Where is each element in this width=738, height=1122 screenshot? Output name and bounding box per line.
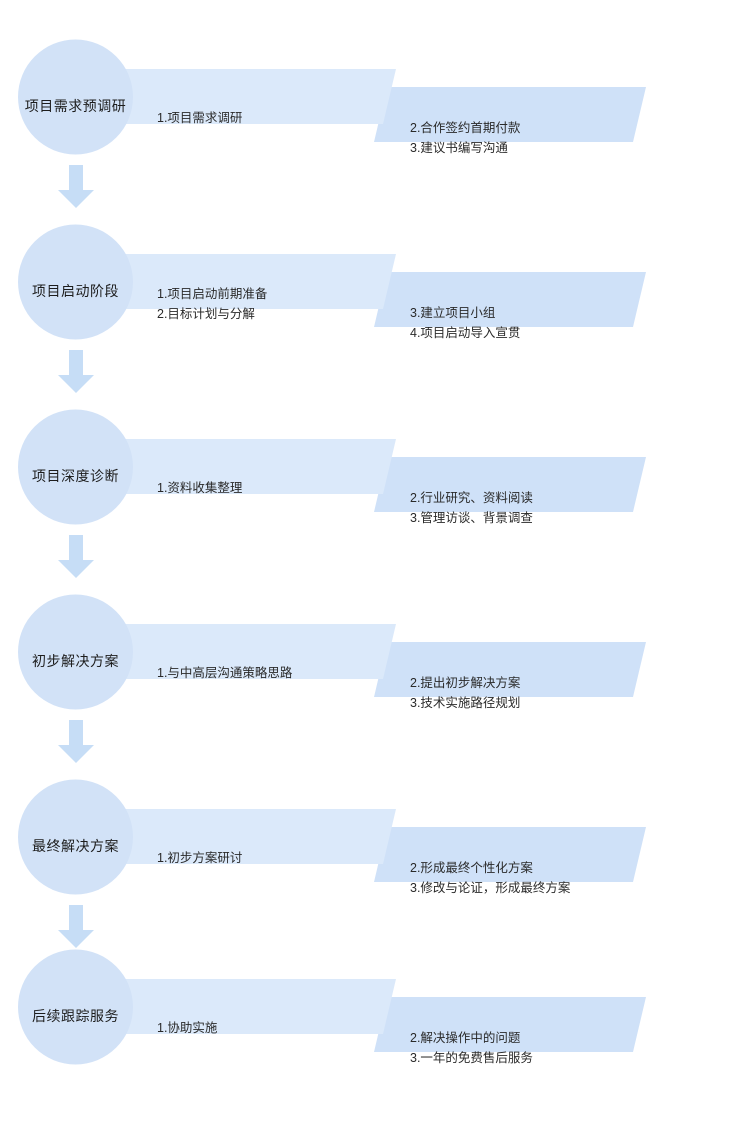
stage-circle-label: 项目需求预调研 — [24, 98, 127, 114]
stage-left-items: 1.项目启动前期准备 2.目标计划与分解 — [157, 284, 267, 324]
stage-band-right — [374, 642, 646, 697]
stage-band-left — [70, 254, 396, 309]
process-stage: 项目深度诊断 1.资料收集整理 2.行业研究、资料阅读 3.管理访谈、背景调查 — [0, 392, 738, 582]
stage-item: 3.修改与论证，形成最终方案 — [410, 881, 571, 895]
down-arrow-icon — [58, 350, 94, 393]
stage-item: 2.合作签约首期付款 — [410, 121, 521, 135]
down-arrow-icon — [58, 720, 94, 763]
stage-circle-label: 项目深度诊断 — [32, 468, 119, 484]
stage-right-items: 3.建立项目小组 4.项目启动导入宣贯 — [410, 303, 520, 343]
process-flow-diagram: 项目需求预调研 1.项目需求调研 2.合作签约首期付款 3.建议书编写沟通项目启动阶段… — [0, 22, 738, 1065]
stage-circle-label: 项目启动阶段 — [32, 283, 119, 299]
stage-item: 2.解决操作中的问题 — [410, 1031, 521, 1045]
stage-band-right — [374, 272, 646, 327]
stage-left-items: 1.与中高层沟通策略思路 — [157, 663, 292, 683]
stage-circle-label: 初步解决方案 — [32, 653, 119, 669]
stage-item: 1.与中高层沟通策略思路 — [157, 666, 293, 680]
stage-circle — [18, 409, 133, 525]
stage-item: 3.建议书编写沟通 — [410, 141, 508, 155]
stage-item: 3.一年的免费售后服务 — [410, 1051, 533, 1065]
stage-circle — [18, 779, 133, 895]
stage-shapes — [18, 594, 646, 763]
stage-right-items: 2.合作签约首期付款 3.建议书编写沟通 — [410, 118, 520, 158]
stage-band-left — [70, 439, 396, 494]
stage-circle — [18, 594, 133, 710]
stage-shapes — [18, 949, 646, 1065]
stage-item: 2.提出初步解决方案 — [410, 676, 521, 690]
down-arrow-icon — [58, 165, 94, 208]
stage-left-items: 1.项目需求调研 — [157, 108, 242, 128]
stage-shapes — [18, 409, 646, 578]
stage-band-right — [374, 87, 646, 142]
stage-item: 1.初步方案研讨 — [157, 851, 243, 865]
stage-band-left — [70, 809, 396, 864]
process-stage: 初步解决方案 1.与中高层沟通策略思路 2.提出初步解决方案 3.技术实施路径规划 — [0, 577, 738, 767]
stage-item: 1.项目需求调研 — [157, 111, 243, 125]
stage-left-items: 1.资料收集整理 — [157, 478, 242, 498]
stage-right-items: 2.形成最终个性化方案 3.修改与论证，形成最终方案 — [410, 858, 570, 898]
stage-item: 3.技术实施路径规划 — [410, 696, 521, 710]
stage-shapes — [18, 39, 646, 208]
stage-item: 2.行业研究、资料阅读 — [410, 491, 533, 505]
stage-circle — [18, 39, 133, 155]
stage-shapes — [18, 779, 646, 948]
stage-circle-label: 后续跟踪服务 — [32, 1008, 119, 1024]
stage-band-right — [374, 457, 646, 512]
stage-circle — [18, 949, 133, 1065]
stage-item: 4.项目启动导入宣贯 — [410, 326, 521, 340]
stage-right-items: 2.行业研究、资料阅读 3.管理访谈、背景调查 — [410, 488, 533, 528]
process-stage: 项目启动阶段 1.项目启动前期准备 2.目标计划与分解 3.建立项目小组 4.项目启动导… — [0, 207, 738, 397]
stage-item: 3.建立项目小组 — [410, 306, 496, 320]
stage-item: 2.目标计划与分解 — [157, 307, 255, 321]
stage-item: 1.项目启动前期准备 — [157, 287, 268, 301]
stage-item: 1.协助实施 — [157, 1021, 218, 1035]
stage-right-items: 2.提出初步解决方案 3.技术实施路径规划 — [410, 673, 520, 713]
stage-circle-label: 最终解决方案 — [32, 838, 119, 854]
stage-band-left — [70, 624, 396, 679]
stage-left-items: 1.初步方案研讨 — [157, 848, 242, 868]
stage-right-items: 2.解决操作中的问题 3.一年的免费售后服务 — [410, 1028, 533, 1068]
stage-item: 3.管理访谈、背景调查 — [410, 511, 533, 525]
stage-band-left — [70, 69, 396, 124]
stage-circle — [18, 224, 133, 340]
process-stage: 后续跟踪服务 1.协助实施 2.解决操作中的问题 3.一年的免费售后服务 — [0, 932, 738, 1122]
stage-band-left — [70, 979, 396, 1034]
process-stage: 项目需求预调研 1.项目需求调研 2.合作签约首期付款 3.建议书编写沟通 — [0, 22, 738, 212]
stage-item: 1.资料收集整理 — [157, 481, 243, 495]
down-arrow-icon — [58, 905, 94, 948]
stage-left-items: 1.协助实施 — [157, 1018, 217, 1038]
stage-item: 2.形成最终个性化方案 — [410, 861, 533, 875]
process-stage: 最终解决方案 1.初步方案研讨 2.形成最终个性化方案 3.修改与论证，形成最终方案 — [0, 762, 738, 952]
stage-band-right — [374, 997, 646, 1052]
down-arrow-icon — [58, 535, 94, 578]
stage-shapes — [18, 224, 646, 393]
stage-band-right — [374, 827, 646, 882]
